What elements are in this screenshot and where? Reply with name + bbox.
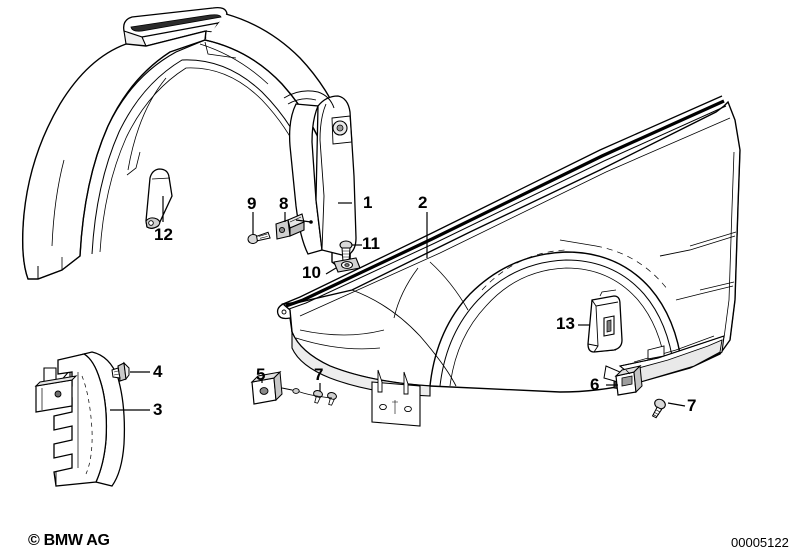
callout-label-8: 8 [279,194,289,213]
callout-label-11: 11 [362,234,380,253]
callout-label-7b: 7 [687,396,697,415]
part-5-square-mounting-block [250,370,293,405]
part-6-clip-nut [614,364,643,396]
part-13-fender-closing-panel [587,289,623,353]
callout-label-3: 3 [153,400,163,419]
leader-10 [325,267,337,275]
callout-label-5: 5 [256,365,266,384]
part-4-expanding-rivet-clip [111,361,130,382]
callout-label-12: 12 [154,225,173,244]
callout-label-9: 9 [247,194,257,213]
part-12-rubber-sealing-strip [145,168,173,229]
part-2-front-fender-panel [276,95,741,427]
drawing-number: 00005122 [731,535,789,550]
leader-8b [295,219,312,223]
part-7-screw-right [651,398,666,419]
callout-label-7: 7 [314,365,324,384]
callout-leader-lines [110,196,686,411]
callout-label-2: 2 [418,193,428,212]
callout-label-1: 1 [363,193,373,212]
copyright-notice: © BMW AG [28,532,110,549]
part-3-fender-support-bracket [34,351,126,487]
part-1-wheel-housing-liner [21,6,357,280]
callout-label-6: 6 [590,375,600,394]
callout-label-10: 10 [302,263,321,282]
callout-label-4: 4 [153,362,163,381]
part-8-plastic-expanding-nut [275,213,305,240]
part-9-fillister-head-screw [246,231,272,245]
callout-label-13: 13 [556,314,575,333]
leader-7b [667,402,686,407]
